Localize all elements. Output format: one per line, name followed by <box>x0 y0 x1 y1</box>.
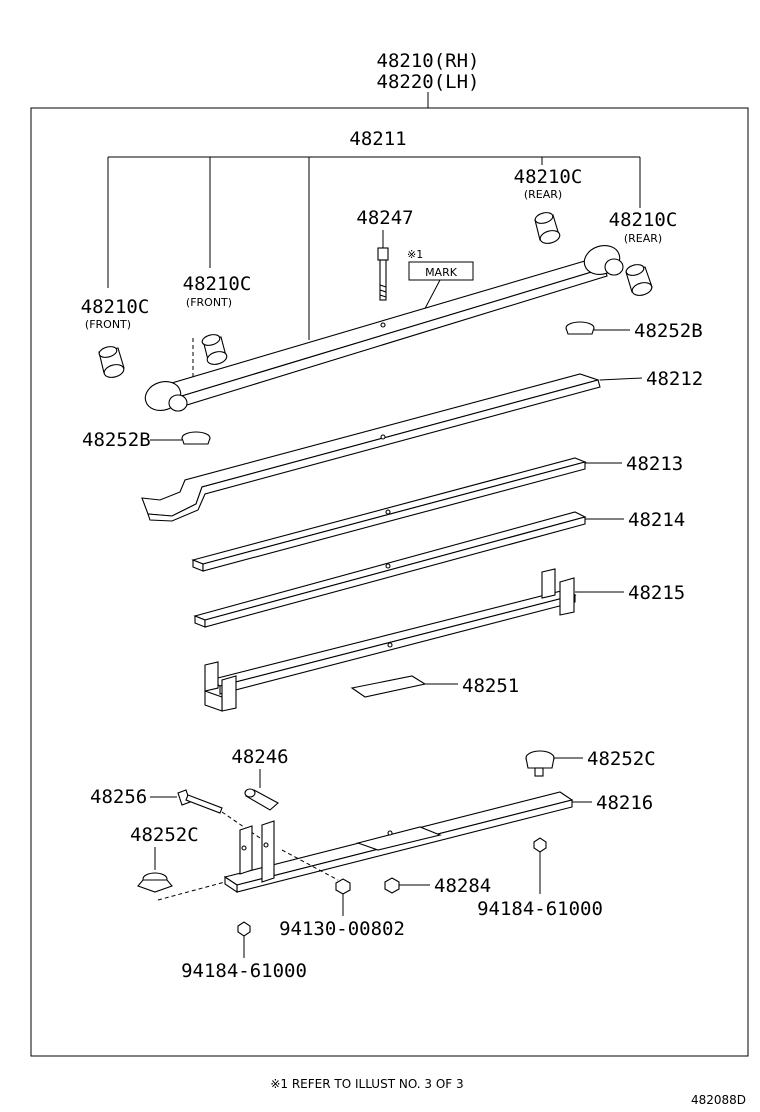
leaf-48214 <box>193 511 587 628</box>
label-48211: 48211 <box>349 128 406 150</box>
label-48210c-front-mid: 48210C <box>183 273 252 295</box>
label-48215: 48215 <box>628 582 685 604</box>
mark-box <box>408 261 474 281</box>
label-48210c-rear-right: 48210C <box>609 209 678 231</box>
label-48210-rh: 48210(RH) <box>377 50 480 72</box>
label-48252b-left: 48252B <box>82 429 151 451</box>
leaf-48215-with-clips <box>204 568 577 712</box>
label-94184-61000-left: 94184-61000 <box>181 960 307 982</box>
leaf-48212 <box>141 373 601 522</box>
bushing-rear-right <box>625 264 653 296</box>
bumper-48252c-left <box>137 872 173 893</box>
label-48214: 48214 <box>628 509 685 531</box>
bolt-94184-left <box>237 921 251 937</box>
label-front-left: (FRONT) <box>85 318 131 331</box>
label-front-mid: (FRONT) <box>186 296 232 309</box>
liner-48251 <box>350 675 427 698</box>
label-48216: 48216 <box>596 792 653 814</box>
label-rear-top: (REAR) <box>524 188 562 201</box>
label-48246: 48246 <box>231 746 288 768</box>
diagram-frame <box>30 107 749 1057</box>
label-48210c-front-left: 48210C <box>81 296 150 318</box>
label-48212: 48212 <box>646 368 703 390</box>
label-48210c-rear-top: 48210C <box>514 166 583 188</box>
mark-label: MARK <box>425 266 458 279</box>
label-48256: 48256 <box>90 786 147 808</box>
pin-48246 <box>244 788 279 811</box>
bushing-front-mid <box>201 334 228 365</box>
bumper-48252b-right <box>565 321 595 335</box>
nut-94130 <box>335 878 351 895</box>
bolt-94184-right <box>533 837 547 853</box>
leaf-48213 <box>191 457 587 572</box>
label-48220-lh: 48220(LH) <box>377 71 480 93</box>
note-mark-ref: ※1 <box>407 248 423 261</box>
label-rear-right: (REAR) <box>624 232 662 245</box>
footnote: ※1 REFER TO ILLUST NO. 3 OF 3 <box>270 1077 463 1091</box>
label-48252b-right: 48252B <box>634 320 703 342</box>
label-48247: 48247 <box>356 207 413 229</box>
bushing-rear-top <box>534 212 561 244</box>
label-48284: 48284 <box>434 875 491 897</box>
center-bolt <box>377 247 389 301</box>
bumper-48252c-right <box>525 750 555 777</box>
diagram-code: 482088D <box>691 1093 746 1107</box>
nut-48284 <box>384 877 400 894</box>
label-94184-61000-right: 94184-61000 <box>477 898 603 920</box>
label-48252c-left: 48252C <box>130 824 199 846</box>
bolt-48256 <box>177 789 223 814</box>
bumper-48252b-left <box>181 431 211 445</box>
main-leaf-spring <box>144 245 624 412</box>
label-48251: 48251 <box>462 675 519 697</box>
bushing-front-left <box>98 346 125 378</box>
label-48213: 48213 <box>626 453 683 475</box>
label-94130-00802: 94130-00802 <box>279 918 405 940</box>
leaf-48216-with-bracket <box>223 791 574 894</box>
label-48252c-right: 48252C <box>587 748 656 770</box>
